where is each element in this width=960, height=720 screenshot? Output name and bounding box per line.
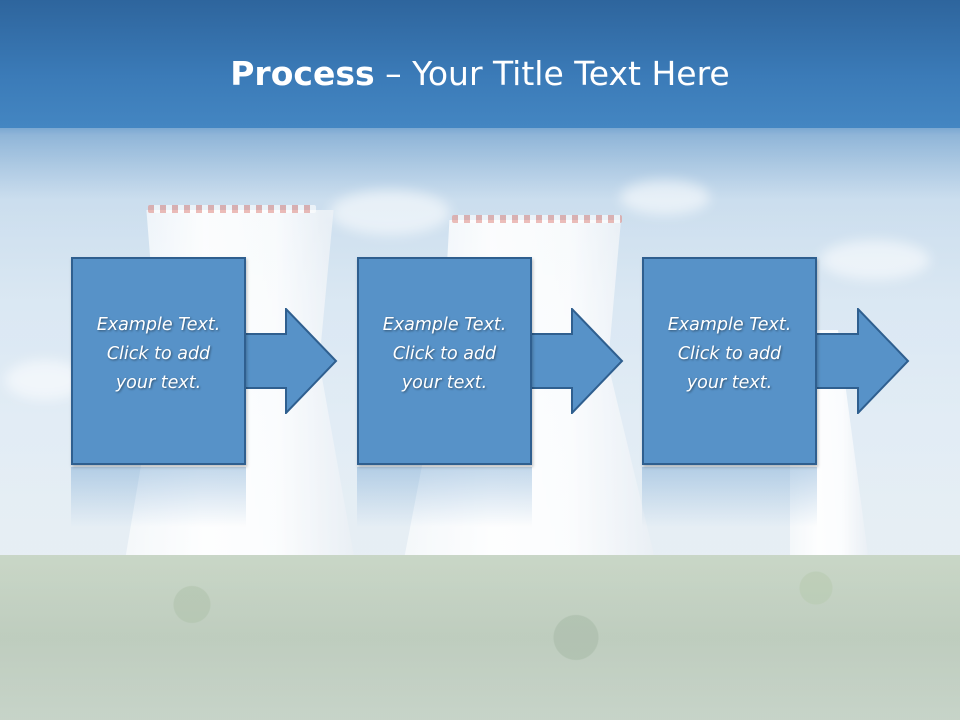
process-step-2[interactable]: Example Text. Click to add your text. (357, 257, 532, 465)
process-step-3[interactable]: Example Text. Click to add your text. (642, 257, 817, 465)
right-arrow-icon (238, 308, 338, 414)
step-text: Example Text. Click to add your text. (359, 311, 530, 398)
step-text-line: Click to add (677, 344, 782, 364)
cloud (820, 240, 930, 280)
right-arrow-icon (524, 308, 624, 414)
step-reflection (357, 467, 532, 527)
step-reflection (642, 467, 817, 527)
cooling-tower-middle-rim (452, 215, 622, 223)
step-text-line: Example Text. (96, 315, 221, 335)
cooling-tower-left-rim (148, 205, 316, 213)
slide-title[interactable]: Process – Your Title Text Here (0, 52, 960, 96)
step-text: Example Text. Click to add your text. (644, 311, 815, 398)
step-reflection (71, 467, 246, 527)
foreground-grass (0, 555, 960, 720)
slide-title-rest: – Your Title Text Here (374, 54, 730, 93)
step-text-line: Click to add (392, 344, 497, 364)
title-bar (0, 0, 960, 128)
slide-title-bold: Process (230, 54, 375, 93)
step-text-line: Click to add (106, 344, 211, 364)
step-text-line: your text. (401, 373, 488, 393)
step-text-line: Example Text. (667, 315, 792, 335)
step-text-line: Example Text. (382, 315, 507, 335)
step-text: Example Text. Click to add your text. (73, 311, 244, 398)
step-text-line: your text. (686, 373, 773, 393)
right-arrow-icon (810, 308, 910, 414)
cloud (620, 180, 710, 215)
process-step-1[interactable]: Example Text. Click to add your text. (71, 257, 246, 465)
cloud (330, 190, 450, 235)
step-text-line: your text. (115, 373, 202, 393)
